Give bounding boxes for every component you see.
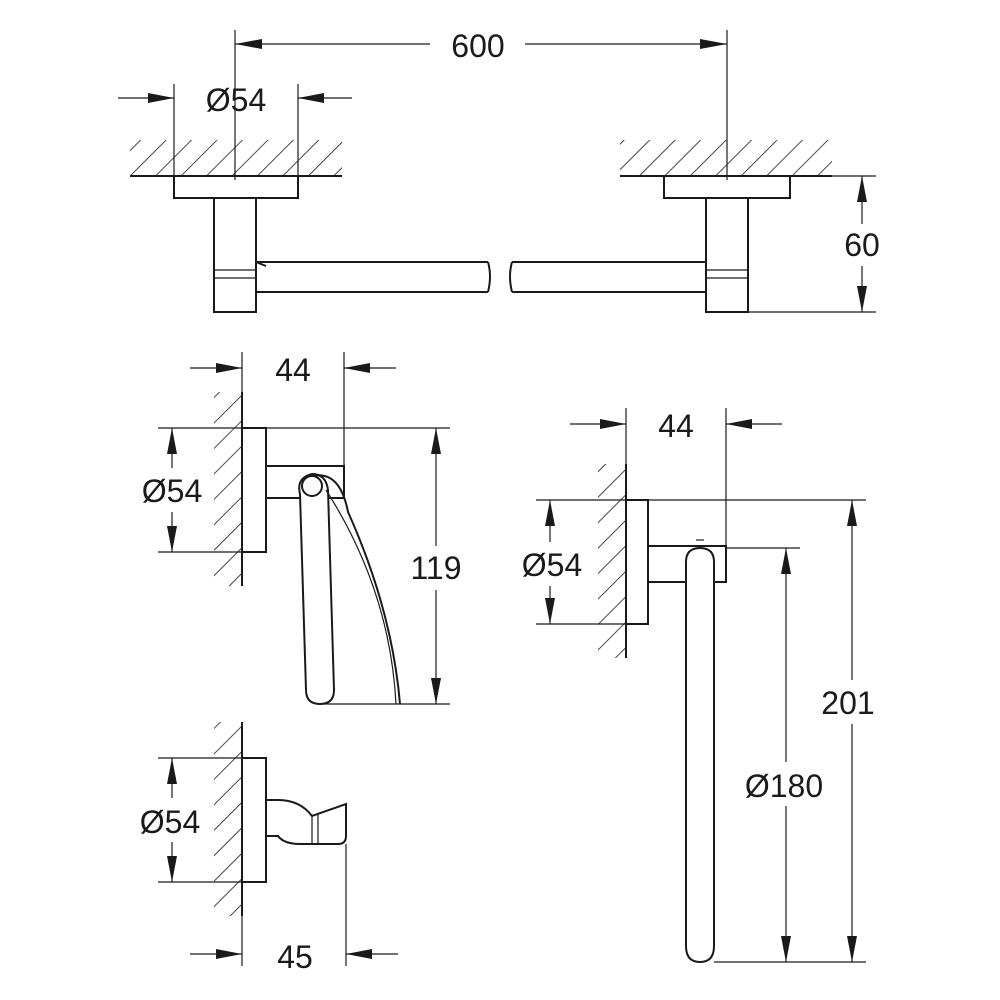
towel-ring-loop bbox=[685, 546, 715, 964]
robe-hook-body bbox=[265, 799, 347, 845]
wall-hatch-hook bbox=[214, 722, 242, 916]
paper-holder-flap bbox=[311, 474, 401, 705]
paper-holder-rosette bbox=[241, 427, 267, 553]
wall-hatch-right bbox=[620, 140, 832, 176]
bar-right-segment bbox=[509, 261, 706, 293]
paper-holder-projection-label: 44 bbox=[275, 352, 311, 388]
robe-hook-rosette bbox=[241, 757, 267, 883]
paper-holder-rosette-diameter-label: Ø54 bbox=[142, 473, 202, 509]
towel-ring-diameter-label: Ø180 bbox=[745, 768, 823, 804]
towel-bar-projection-label: 60 bbox=[844, 227, 880, 263]
robe-hook-view: Ø54 45 bbox=[140, 722, 398, 975]
robe-hook-rosette-diameter-label: Ø54 bbox=[140, 804, 200, 840]
bar-left-segment bbox=[256, 261, 491, 293]
towel-ring-rosette-diameter-label: Ø54 bbox=[522, 547, 582, 583]
wall-hatch-ring bbox=[598, 464, 626, 658]
towel-ring-height-label: 201 bbox=[821, 685, 874, 721]
towel-ring-rosette bbox=[625, 499, 649, 625]
paper-holder-arm bbox=[298, 472, 336, 706]
left-rosette bbox=[173, 175, 299, 199]
wall-hatch-left bbox=[130, 140, 342, 176]
paper-holder-view: 44 Ø54 119 bbox=[142, 352, 462, 706]
towel-ring-view: 44 Ø54 201 Ø180 bbox=[522, 408, 875, 964]
right-post bbox=[705, 197, 749, 313]
paper-holder-height-label: 119 bbox=[410, 550, 461, 586]
towel-ring-projection-label: 44 bbox=[658, 408, 694, 444]
robe-hook-projection-label: 45 bbox=[277, 939, 313, 975]
towel-bar-rosette-diameter-label: Ø54 bbox=[206, 82, 266, 118]
left-post bbox=[213, 197, 257, 313]
towel-bar-length-label: 600 bbox=[451, 28, 504, 64]
towel-bar-view: 600 Ø54 60 bbox=[118, 28, 880, 313]
wall-hatch-paper bbox=[214, 392, 242, 586]
